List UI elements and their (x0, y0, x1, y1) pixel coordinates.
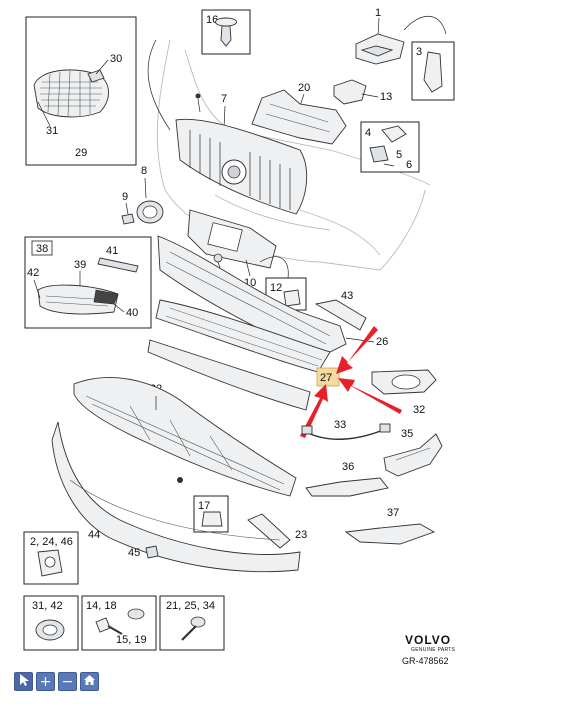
box-29-30-31: 30 31 29 (25, 16, 137, 166)
brand-sub: GENUINE PARTS (411, 647, 456, 653)
reference-number: GR-478562 (402, 656, 449, 666)
part-33-harness: 33 (301, 419, 391, 440)
box-label-31-42: 31, 42 (32, 600, 63, 612)
part-20: 20 (251, 82, 347, 145)
callout-36: 36 (342, 461, 354, 473)
arrow-upper (336, 326, 378, 374)
box-3: 3 (411, 41, 455, 101)
viewer-toolbar: + − (14, 672, 99, 691)
box-17: 17 (177, 477, 229, 533)
callout-45: 45 (128, 547, 140, 559)
arrow-lower (300, 384, 328, 438)
home-button[interactable] (80, 672, 99, 691)
part-36-strip: 36 (305, 461, 389, 497)
callout-29: 29 (75, 147, 87, 159)
callout-1: 1 (375, 7, 381, 19)
part-22-undertray: 22 (73, 377, 297, 497)
callout-16: 16 (206, 14, 218, 26)
part-27-strip: 27 (147, 339, 340, 411)
callout-12: 12 (270, 282, 282, 294)
callout-41: 41 (106, 245, 118, 257)
part-44-lower-bumper: 44 (51, 421, 301, 573)
cursor-arrow-icon (19, 674, 29, 686)
part-35-light: 35 (383, 428, 443, 477)
highlight-27 (316, 367, 340, 387)
callout-40: 40 (126, 307, 138, 319)
callout-30: 30 (110, 53, 122, 65)
part-8-9: 8 9 (121, 165, 164, 225)
callout-33: 33 (334, 419, 346, 431)
part-13: 13 (333, 79, 392, 105)
zoom-in-button[interactable]: + (36, 672, 55, 691)
brand-name: VOLVO (405, 633, 451, 647)
callout-39: 39 (74, 259, 86, 271)
part-45-clips: 45 (128, 545, 159, 559)
part-1-bracket: 1 (355, 7, 447, 65)
callout-8: 8 (141, 165, 147, 177)
callout-23: 23 (295, 529, 307, 541)
callout-38: 38 (36, 243, 48, 255)
box-31-42: 31, 42 (23, 595, 79, 651)
callout-4: 4 (365, 127, 371, 139)
callout-13: 13 (380, 91, 392, 103)
part-7-grille: 7 (147, 39, 308, 215)
part-43: 43 (314, 290, 367, 331)
part-32-foglight: 32 (371, 369, 437, 416)
box-label-14-18: 14, 18 (86, 600, 117, 612)
callout-20: 20 (298, 82, 310, 94)
box-16: 16 (201, 9, 251, 55)
part-26-absorber: 26 (157, 235, 388, 353)
box-21-25-34: 21, 25, 34 (159, 595, 225, 651)
callout-43: 43 (341, 290, 353, 302)
callout-3: 3 (416, 46, 422, 58)
callout-7: 7 (221, 93, 227, 105)
callout-5: 5 (396, 149, 402, 161)
callout-26: 26 (376, 336, 388, 348)
red-arrows (300, 326, 402, 438)
box-38-42: 38 41 39 40 42 (24, 236, 152, 329)
callout-9: 9 (122, 191, 128, 203)
callout-44: 44 (88, 529, 100, 541)
callout-37: 37 (387, 507, 399, 519)
cursor-icon[interactable] (14, 672, 33, 691)
callout-6: 6 (406, 159, 412, 171)
part-37-strip: 37 (344, 507, 436, 545)
callout-32: 32 (413, 404, 425, 416)
arrow-right (338, 378, 402, 414)
box-4-5-6: 4 5 6 (360, 121, 420, 173)
box-label-2-24-46: 2, 24, 46 (30, 536, 73, 548)
box-label-21-25-34: 21, 25, 34 (166, 600, 215, 612)
callout-27: 27 (320, 372, 332, 384)
callout-31: 31 (46, 125, 58, 137)
box-label-15-19: 15, 19 (116, 634, 147, 646)
part-23-trim: 23 (247, 513, 307, 549)
zoom-out-button[interactable]: − (58, 672, 77, 691)
home-icon (84, 675, 95, 685)
callout-35: 35 (401, 428, 413, 440)
callout-42: 42 (27, 267, 39, 279)
box-14-15-18-19: 14, 18 15, 19 (81, 595, 157, 651)
callout-17: 17 (198, 500, 210, 512)
brand-block: VOLVO GENUINE PARTS GR-478562 (402, 633, 456, 666)
box-2-24-46: 2, 24, 46 (23, 531, 79, 585)
